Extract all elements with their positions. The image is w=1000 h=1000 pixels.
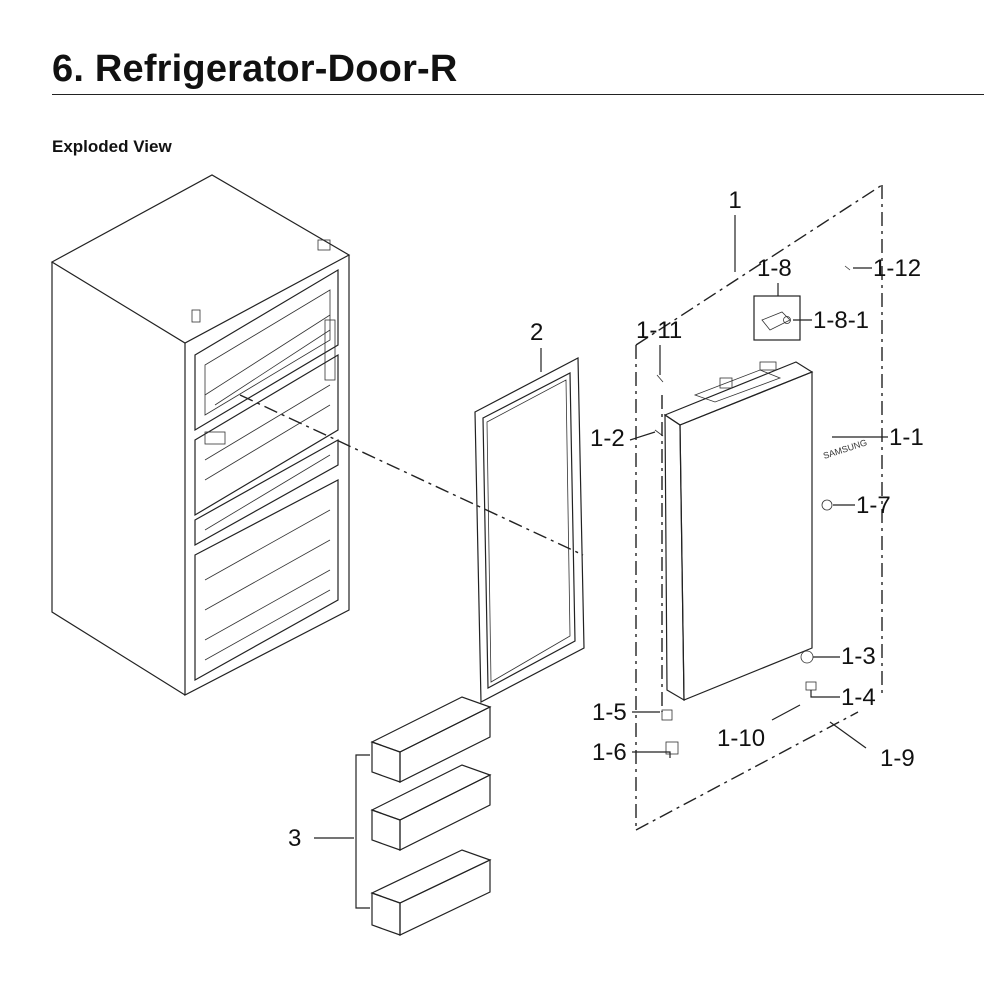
hinge-box bbox=[753, 295, 801, 341]
label-1-6: 1-6 bbox=[592, 739, 627, 766]
screw-icon bbox=[821, 499, 833, 511]
label-1-8-1: 1-8-1 bbox=[813, 307, 869, 334]
label-1: 1 bbox=[728, 187, 741, 214]
label-1-10: 1-10 bbox=[717, 725, 765, 752]
label-1-3: 1-3 bbox=[841, 643, 876, 670]
door-bins bbox=[370, 696, 492, 936]
label-2: 2 bbox=[530, 319, 543, 346]
door-assembly: SAMSUNG bbox=[654, 265, 868, 755]
leader-lines bbox=[314, 215, 888, 909]
label-1-11: 1-11 bbox=[636, 317, 682, 344]
brand-mark: SAMSUNG bbox=[822, 437, 868, 461]
label-1-4: 1-4 bbox=[841, 684, 876, 711]
label-3: 3 bbox=[288, 825, 301, 852]
bracket-icon bbox=[805, 681, 817, 691]
refrigerator-cabinet bbox=[50, 174, 351, 696]
guide-lines bbox=[239, 184, 883, 831]
cap-icon bbox=[800, 650, 814, 664]
bushing-icon bbox=[665, 741, 679, 755]
label-1-8: 1-8 bbox=[757, 255, 792, 282]
label-1-7: 1-7 bbox=[856, 492, 891, 519]
section-heading: Exploded View bbox=[52, 137, 172, 156]
door-gasket bbox=[474, 357, 585, 703]
label-1-2: 1-2 bbox=[590, 425, 625, 452]
label-1-12: 1-12 bbox=[873, 255, 921, 282]
label-1-1: 1-1 bbox=[889, 424, 924, 451]
part-labels: 1 1-1 1-2 1-3 1-4 1-5 1-6 1-7 1-8 1-8-1 … bbox=[288, 187, 924, 852]
label-1-9: 1-9 bbox=[880, 745, 915, 772]
holder-icon bbox=[661, 709, 673, 721]
page-title: 6. Refrigerator-Door-R bbox=[52, 48, 458, 90]
title-rule bbox=[52, 94, 984, 95]
label-1-5: 1-5 bbox=[592, 699, 627, 726]
